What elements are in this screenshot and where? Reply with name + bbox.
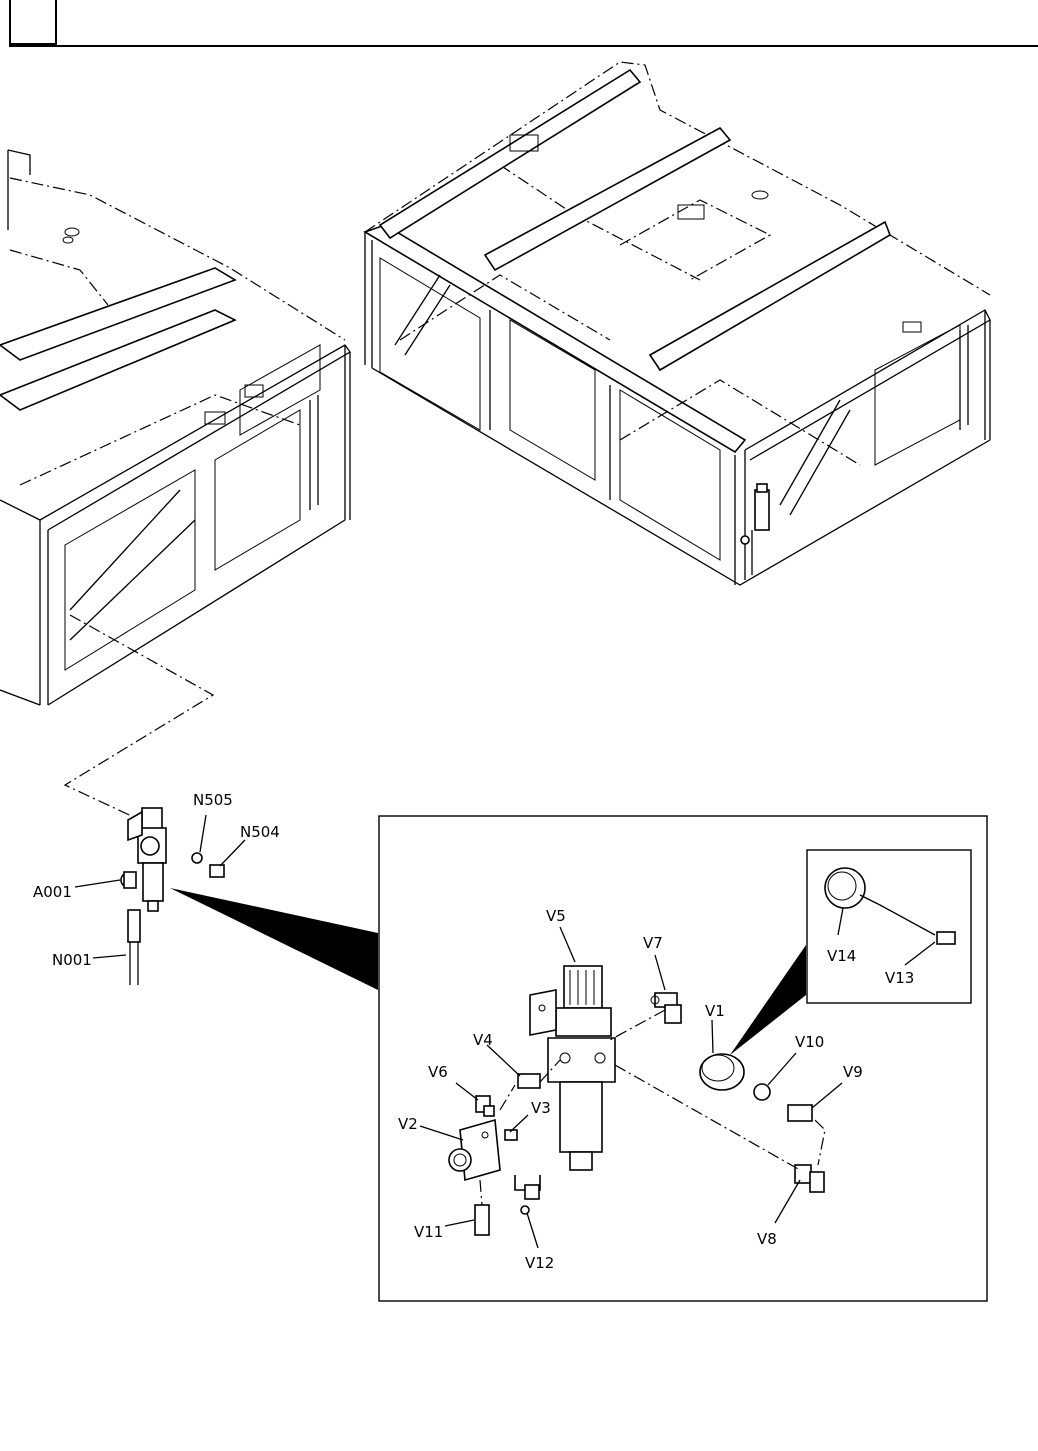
frl-unit-small [75, 808, 245, 985]
nipple-v4 [518, 1074, 540, 1088]
label-v7: V7 [643, 934, 663, 952]
assembly-leader-line [65, 615, 213, 820]
fitting-v8 [795, 1165, 824, 1192]
elbow-fitting-v7 [651, 993, 681, 1023]
label-v12: V12 [525, 1254, 554, 1272]
lock-clip-v12 [515, 1175, 540, 1214]
left-frame-assembly [0, 150, 350, 705]
fitting-v11 [475, 1205, 489, 1235]
fitting-v9 [788, 1105, 812, 1121]
label-v3: V3 [531, 1099, 551, 1117]
label-v8: V8 [757, 1230, 777, 1248]
label-v6: V6 [428, 1063, 448, 1081]
label-v1: V1 [705, 1002, 725, 1020]
detail-box [379, 816, 987, 1301]
label-n505: N505 [193, 791, 233, 809]
label-v14: V14 [827, 947, 856, 965]
label-a001: A001 [33, 883, 72, 901]
elbow-v6 [476, 1096, 494, 1116]
label-n504: N504 [240, 823, 280, 841]
right-frame-assembly [365, 62, 990, 585]
label-v11: V11 [414, 1223, 443, 1241]
pressure-gauge-v14 [825, 868, 935, 935]
label-v9: V9 [843, 1063, 863, 1081]
sensor-v13 [937, 932, 955, 944]
label-v13: V13 [885, 969, 914, 987]
label-v4: V4 [473, 1031, 493, 1049]
label-v2: V2 [398, 1115, 418, 1133]
nut-v10 [754, 1084, 770, 1100]
callout-wedge [170, 888, 378, 990]
label-n001: N001 [52, 951, 92, 969]
label-v10: V10 [795, 1033, 824, 1051]
valve-block-v2 [449, 1120, 500, 1180]
label-v5: V5 [546, 907, 566, 925]
filter-regulator-v5 [530, 966, 615, 1170]
